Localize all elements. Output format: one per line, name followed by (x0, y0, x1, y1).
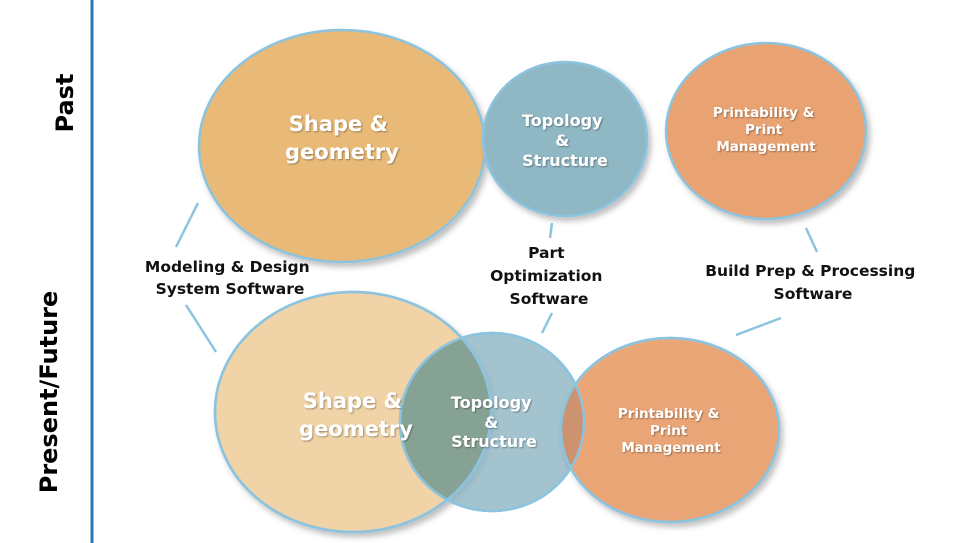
past-topology-line3: Structure (522, 151, 608, 170)
svg-text:Printability & Print: Printability & Print Management (713, 105, 819, 155)
label-part-optimization-software: Part Optimization Software (490, 244, 608, 308)
svg-text:Topology & Structu: Topology & Structure (522, 111, 608, 170)
present-topology-label: Topology & Structure (451, 393, 537, 451)
past-topology-line1: Topology (522, 111, 603, 130)
past-shape-line2: geometry (285, 140, 399, 164)
overlap-shape-topology (400, 333, 491, 511)
past-shape-geometry-circle: Shape & geometry (197, 28, 487, 264)
row-label-past: Past (51, 74, 79, 133)
connector-optimization-top (548, 222, 554, 239)
past-shape-line1: Shape & (289, 112, 388, 136)
past-printability-circle: Printability & Print Management (664, 41, 868, 221)
past-printability-line2: Print (745, 122, 783, 138)
past-printability-line3: Management (716, 139, 816, 155)
past-printability-line1: Printability & (713, 105, 815, 121)
connector-modeling-bottom (184, 304, 218, 353)
row-label-present-future: Present/Future (35, 291, 63, 494)
connector-buildprep-top (804, 227, 819, 253)
present-shape-label: Shape & geometry (299, 389, 413, 441)
label-build-prep-processing-software: Build Prep & Processing Software (705, 262, 921, 303)
past-topology-line2: & (555, 131, 569, 150)
connector-optimization-bottom (540, 312, 554, 334)
label-modeling-design-software: Modeling & Design System Software (145, 258, 315, 298)
present-printability-label: Printability & Print Management (618, 406, 724, 456)
connector-modeling-top (174, 202, 200, 248)
past-topology-structure-circle: Topology & Structure (481, 60, 649, 218)
svg-text:Shape & geometry: Shape & geometry (285, 112, 399, 164)
connector-buildprep-bottom (735, 316, 782, 337)
